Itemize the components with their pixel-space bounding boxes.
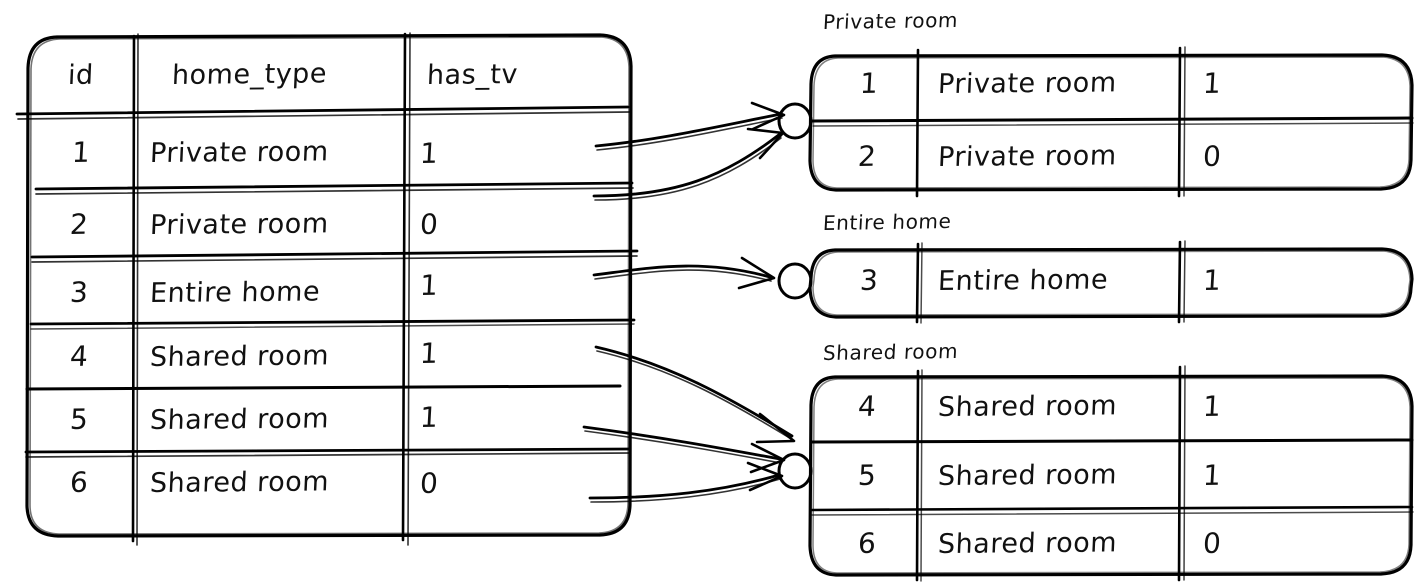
cell-id: 4 bbox=[857, 389, 878, 423]
junction-marker-private-room bbox=[777, 102, 813, 140]
source-table-outline bbox=[25, 33, 633, 538]
cell-home-type: Shared room bbox=[149, 340, 330, 373]
group-table-shared-room-outline bbox=[808, 374, 1414, 577]
group-table-entire-home-dividers bbox=[915, 240, 1186, 324]
source-header-id: id bbox=[67, 59, 95, 91]
cell-home-type: Shared room bbox=[149, 403, 330, 436]
cell-has-tv: 0 bbox=[419, 466, 440, 500]
cell-has-tv: 1 bbox=[1202, 66, 1223, 100]
arrow-row3-to-entire-home bbox=[592, 256, 776, 290]
cell-home-type: Entire home bbox=[149, 276, 321, 309]
cell-has-tv: 0 bbox=[419, 207, 440, 241]
cell-home-type: Private room bbox=[149, 136, 330, 169]
cell-id: 2 bbox=[857, 139, 878, 173]
cell-has-tv: 1 bbox=[419, 268, 440, 302]
source-header-has-tv: has_tv bbox=[426, 59, 519, 91]
cell-home-type: Private room bbox=[937, 67, 1118, 100]
source-header-home-type: home_type bbox=[171, 58, 328, 91]
cell-has-tv: 1 bbox=[419, 336, 440, 370]
cell-id: 6 bbox=[857, 526, 878, 560]
group-table-private-room-dividers bbox=[810, 46, 1414, 198]
group-label-private-room: Private room bbox=[822, 7, 959, 34]
group-table-entire-home-outline bbox=[808, 247, 1414, 319]
cell-has-tv: 1 bbox=[1202, 263, 1223, 297]
cell-home-type: Shared room bbox=[149, 466, 330, 499]
cell-home-type: Entire home bbox=[937, 264, 1109, 297]
cell-id: 3 bbox=[69, 275, 90, 309]
cell-id: 6 bbox=[69, 465, 90, 499]
source-table-row-dividers bbox=[15, 105, 639, 458]
cell-id: 5 bbox=[857, 458, 878, 492]
cell-has-tv: 0 bbox=[1202, 526, 1223, 560]
cell-home-type: Shared room bbox=[937, 527, 1118, 560]
arrow-row6-to-shared-room bbox=[588, 461, 784, 503]
cell-id: 5 bbox=[69, 402, 90, 436]
group-label-entire-home: Entire home bbox=[822, 208, 953, 235]
arrow-row4-to-shared-room bbox=[594, 345, 796, 444]
cell-home-type: Private room bbox=[149, 208, 330, 241]
group-junction-markers bbox=[777, 102, 813, 490]
cell-has-tv: 1 bbox=[419, 400, 440, 434]
arrow-row2-to-private-room bbox=[592, 127, 785, 201]
cell-id: 2 bbox=[69, 207, 90, 241]
junction-marker-shared-room bbox=[777, 452, 813, 490]
arrow-row1-to-private-room bbox=[594, 101, 786, 151]
cell-id: 1 bbox=[71, 135, 92, 169]
cell-has-tv: 1 bbox=[1202, 458, 1223, 492]
cell-has-tv: 0 bbox=[1202, 139, 1223, 173]
cell-home-type: Private room bbox=[937, 140, 1118, 173]
group-table-shared-room-dividers bbox=[810, 365, 1414, 582]
cell-home-type: Shared room bbox=[937, 390, 1118, 423]
source-table-col-dividers bbox=[131, 32, 411, 546]
connector-arrows bbox=[582, 101, 796, 503]
group-table-private-room-outline bbox=[808, 53, 1414, 192]
cell-id: 1 bbox=[859, 66, 880, 100]
cell-home-type: Shared room bbox=[937, 459, 1118, 492]
group-label-shared-room: Shared room bbox=[822, 338, 959, 365]
cell-has-tv: 1 bbox=[419, 136, 440, 170]
junction-marker-entire-home bbox=[777, 262, 813, 300]
cell-id: 3 bbox=[859, 263, 880, 297]
cell-has-tv: 1 bbox=[1202, 389, 1223, 423]
cell-id: 4 bbox=[69, 339, 90, 373]
